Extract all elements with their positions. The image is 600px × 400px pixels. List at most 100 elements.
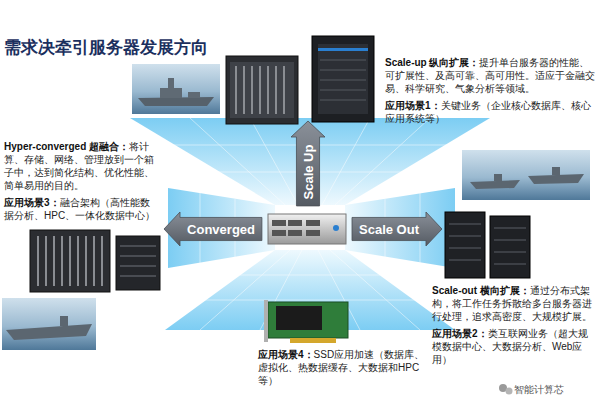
rack-server <box>318 48 368 51</box>
blade-chassis-left <box>93 236 95 286</box>
rack-unit-server <box>306 230 320 236</box>
rack-unit-server <box>272 220 320 236</box>
blade-chassis-left <box>38 236 102 286</box>
rack-server <box>320 70 366 71</box>
blade-chassis-left <box>101 236 103 286</box>
text-block: Scale-out 横向扩展：通过分布式架构，将工作任务拆散给多台服务器进行处理… <box>432 284 596 323</box>
arrow-label: Converged <box>187 222 255 237</box>
rack-cabinets <box>449 236 481 237</box>
watermark: 智能计算芯 <box>514 383 596 396</box>
rack-unit-server <box>272 220 286 226</box>
arrow-box: Scale Up <box>291 121 325 206</box>
blade-chassis-left <box>120 276 156 277</box>
fleet-photo <box>462 150 590 200</box>
rack-unit-server <box>288 220 302 226</box>
warship-photo <box>132 64 220 114</box>
blade-chassis-left <box>30 230 160 292</box>
blade-chassis-left <box>116 236 160 290</box>
blade-chassis <box>230 62 294 118</box>
blade-chassis <box>275 66 277 114</box>
floor-grid <box>205 300 415 301</box>
ssd-card <box>264 300 268 342</box>
blade-chassis-left <box>120 246 156 276</box>
rack-server <box>312 36 374 122</box>
floor-grid <box>190 118 285 205</box>
rack-cabinets <box>494 228 526 229</box>
rack-unit-server <box>288 230 302 236</box>
blade-chassis-left <box>120 266 156 267</box>
warship-photo <box>168 78 174 88</box>
carrier-photo <box>60 316 68 326</box>
text-block: Scale-up 纵向扩展：提升单台服务器的性能、可扩展性、及高可靠、高可用性。… <box>385 56 595 95</box>
section-heading: Scale-up 纵向扩展： <box>385 57 479 68</box>
fleet-photo <box>470 180 520 189</box>
floor-grid <box>240 275 380 276</box>
blade-chassis-left <box>77 236 79 286</box>
rack-server <box>312 36 374 122</box>
fleet-photo <box>528 174 584 184</box>
rack-unit-server <box>268 214 346 244</box>
warship-photo <box>188 92 200 98</box>
floor-grid <box>160 118 460 330</box>
blade-chassis <box>243 66 245 114</box>
fleet-photo <box>462 150 590 200</box>
slide-title: 需求决牵引服务器发展方向 <box>4 36 208 59</box>
rack-cabinets <box>494 264 526 265</box>
watermark-text: 智能计算芯 <box>514 384 564 395</box>
rack-cabinets <box>490 216 530 278</box>
arrow-shape <box>352 212 442 246</box>
blade-chassis-left <box>37 236 39 286</box>
fleet-photo <box>552 167 560 175</box>
floor-grid <box>335 118 430 205</box>
text-block: 应用场景1：关键业务（企业核心数据库、核心应用系统等） <box>385 99 595 125</box>
ssd-card <box>264 300 348 343</box>
rack-cabinets <box>445 212 530 278</box>
blade-chassis-left <box>61 236 63 286</box>
blade-chassis-left <box>120 246 156 247</box>
arrow-label: Scale Up <box>301 144 316 199</box>
blade-chassis-left <box>120 256 156 257</box>
blade-chassis <box>226 56 298 124</box>
text-block: Hyper-converged 超融合：将计算、存储、网络、管理放到一个箱子中，… <box>4 140 156 192</box>
blade-chassis <box>236 66 284 114</box>
text-block: 应用场景4：SSD应用加速（数据库、虚拟化、热数据缓存、大数据和HPC等） <box>258 348 428 387</box>
carrier-photo <box>2 298 96 350</box>
floor-grid <box>250 118 298 205</box>
rack-unit-server <box>333 225 339 231</box>
section-heading: Scale-out 横向扩展： <box>432 285 530 296</box>
arrow-label: Scale Out <box>359 222 419 237</box>
floor-grid <box>345 188 455 268</box>
blade-chassis <box>267 66 269 114</box>
blade-chassis <box>251 66 253 114</box>
ssd-card <box>268 302 348 338</box>
rack-unit-server <box>272 230 286 236</box>
blade-chassis-left <box>69 236 71 286</box>
blade-chassis-left <box>30 230 110 292</box>
rack-server <box>320 60 366 100</box>
rack-cabinets <box>449 224 526 264</box>
blade-chassis-left <box>85 236 87 286</box>
fleet-photo <box>494 174 502 181</box>
rack-server <box>320 100 366 101</box>
blade-chassis <box>226 56 298 124</box>
warship-photo <box>138 97 214 106</box>
rack-cabinets <box>449 248 481 249</box>
section-heading: 应用场景1： <box>385 100 441 111</box>
arrow-box: Converged <box>164 212 262 246</box>
section-heading: 应用场景2： <box>432 328 488 339</box>
ssd-card <box>276 306 322 330</box>
blade-chassis-left <box>53 236 55 286</box>
blade-chassis <box>259 66 261 114</box>
wechat-icon <box>506 388 513 395</box>
rack-server <box>320 90 366 91</box>
carrier-photo <box>6 324 92 340</box>
arrow-shape <box>164 212 262 246</box>
section-heading: 应用场景4： <box>258 349 314 360</box>
rack-cabinets <box>445 212 485 278</box>
text-block: 应用场景2：类互联网业务（超大规模数据中心、大数据分析、Web应用） <box>432 327 596 366</box>
warship-photo <box>160 88 182 98</box>
section-heading: 应用场景3： <box>4 197 60 208</box>
floor-grid <box>322 118 370 205</box>
arrow-box: Scale Out <box>352 212 442 246</box>
rack-server <box>318 44 368 114</box>
